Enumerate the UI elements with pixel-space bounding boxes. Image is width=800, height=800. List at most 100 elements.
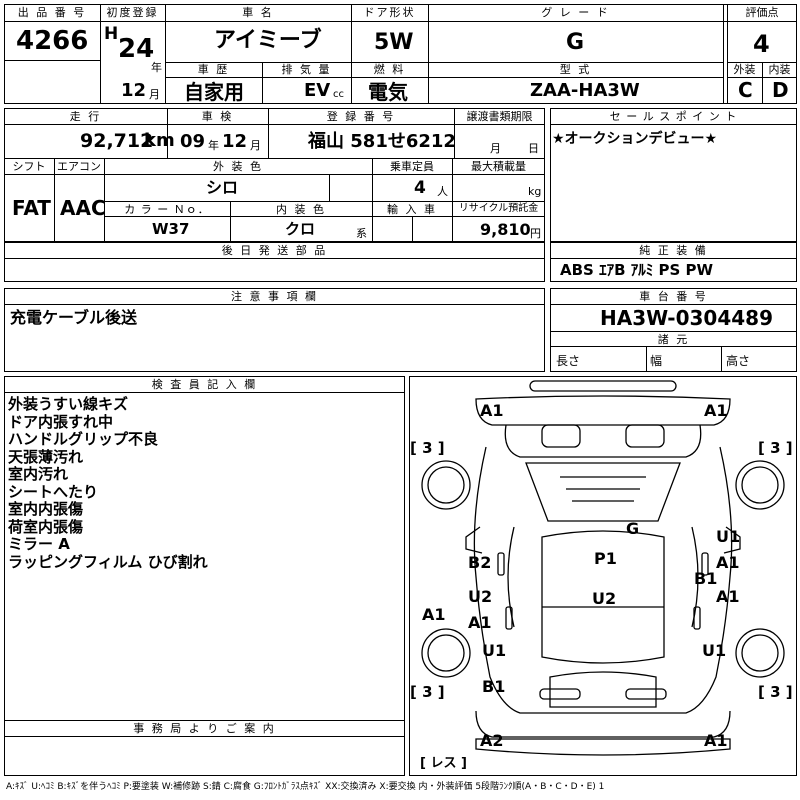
reg-year: 24: [118, 34, 155, 64]
mark-front-bumper-right: A1: [704, 401, 728, 420]
transfer-label: 譲渡書類期限: [466, 110, 533, 123]
recycle-label: リサイクル預託金: [458, 203, 539, 214]
capacity-label: 乗車定員: [390, 160, 434, 173]
chassis-box: [550, 288, 797, 372]
office-label: 事 務 局 よ り ご 案 内: [133, 722, 276, 735]
transfer-day-unit: 日: [528, 142, 539, 155]
score-label: 評価点: [745, 6, 779, 19]
notes-box: [4, 288, 545, 372]
detail-block: [4, 108, 545, 242]
score: 4: [753, 30, 770, 58]
mark-right-front-door-u: U1: [716, 527, 741, 546]
mark-left-fender: A1: [422, 605, 446, 624]
mileage: 92,712: [80, 130, 154, 152]
equipment-label: 純 正 装 備: [639, 244, 708, 257]
length-label: 長さ: [556, 354, 581, 368]
ext-score: C: [738, 78, 753, 102]
int-score: D: [772, 78, 789, 102]
sales-point-box: [550, 108, 797, 242]
int-color-label: 内 装 色: [276, 203, 326, 216]
plate: 福山 581せ6212: [308, 131, 456, 152]
list-item: 室内汚れ: [8, 465, 69, 483]
mark-left-rear-door-u: U2: [468, 587, 493, 606]
fuel: 電気: [368, 80, 408, 104]
max-load-unit: kg: [528, 185, 542, 198]
lot-no-label: 出 品 番 号: [17, 6, 87, 19]
mileage-label: 走 行: [69, 110, 102, 123]
list-item: 室内内張傷: [8, 500, 84, 518]
equipment-box: [550, 242, 797, 282]
ac-label: エアコン: [57, 160, 101, 173]
shift: FAT: [12, 196, 51, 220]
header-block: [4, 4, 797, 104]
inspection-month-unit: 月: [250, 139, 261, 152]
int-color: クロ: [285, 220, 316, 238]
reg-year-unit: 年: [151, 61, 162, 74]
list-item: ドア内張すれ中: [8, 412, 114, 431]
shift-label: シフト: [12, 160, 46, 173]
spec-label: 諸 元: [657, 333, 690, 346]
displacement-label: 排 気 量: [281, 63, 332, 76]
import-label: 輸 入 車: [387, 203, 437, 216]
width-label: 幅: [650, 354, 663, 368]
chassis-number: HA3W-0304489: [600, 306, 774, 330]
tire-front-left: [ 3 ]: [410, 439, 445, 457]
mark-windshield: G: [626, 519, 640, 538]
int-score-label: 内装: [768, 63, 791, 76]
model: ZAA-HA3W: [530, 80, 640, 101]
inspection-label: 車 検: [201, 110, 234, 123]
reg-month-unit: 月: [149, 88, 160, 101]
later-parts-box: [4, 242, 545, 282]
height-label: 高さ: [726, 354, 751, 368]
inspection-year: 09: [180, 131, 206, 152]
mark-right-front-door-a: A1: [716, 553, 740, 572]
tire-front-right: [ 3 ]: [758, 439, 793, 457]
mark-right-rear-door: A1: [716, 587, 740, 606]
list-item: ミラー A: [8, 535, 70, 553]
grade: G: [566, 30, 585, 55]
mileage-unit: km: [144, 130, 175, 151]
color-no-label: カ ラ ー Ｎｏ．: [124, 203, 210, 216]
tire-rear-left: [ 3 ]: [410, 683, 445, 701]
mark-left-rear-fender: U1: [482, 641, 507, 660]
inspector-label: 検 査 員 記 入 欄: [151, 378, 258, 391]
displacement: EV: [304, 80, 331, 101]
transfer-month-unit: 月: [490, 142, 501, 155]
first-reg-label: 初度登録: [106, 6, 159, 19]
max-load-label: 最大積載量: [471, 160, 526, 173]
car-name-label: 車 名: [242, 6, 274, 19]
color-no: W37: [152, 220, 190, 238]
sales-point-label: セ ー ル ス ポ イ ン ト: [609, 110, 738, 123]
model-label: 型 式: [559, 63, 592, 76]
equipment: ABS ｴｱB ｱﾙﾐ PS PW: [560, 261, 714, 279]
ext-color: シロ: [206, 178, 239, 197]
mark-right-rear-fender: U1: [702, 641, 727, 660]
displacement-unit: cc: [333, 89, 344, 100]
capacity: 4: [414, 178, 426, 198]
later-parts-label: 後 日 発 送 部 品: [221, 244, 328, 257]
reg-era: H: [104, 24, 119, 44]
spare-tire: [ レス ]: [420, 756, 467, 771]
mark-roof-rear: U2: [592, 589, 617, 608]
mark-left-quarter: B1: [482, 677, 506, 696]
history: 自家用: [184, 80, 244, 104]
reg-month: 12: [121, 80, 147, 101]
list-item: 天張薄汚れ: [8, 447, 84, 466]
mark-right-front-door-b: B1: [694, 569, 718, 588]
list-item: ハンドルグリップ不良: [8, 430, 159, 448]
capacity-unit: 人: [437, 185, 448, 198]
mark-left-front-door: B2: [468, 553, 492, 572]
tire-rear-right: [ 3 ]: [758, 683, 793, 701]
lot-no: 4266: [16, 26, 89, 56]
mark-front-bumper-left: A1: [480, 401, 504, 420]
car-diagram: [ 3 ] [ 3 ] [ 3 ] [ 3 ] [ レス ] A1 A1 G U…: [409, 376, 797, 776]
list-item: 外装うすい線キズ: [8, 395, 129, 413]
mark-rear-bumper-right: A1: [704, 731, 728, 750]
inspection-year-unit: 年: [208, 139, 219, 152]
recycle: 9,810: [480, 220, 531, 239]
plate-label: 登 録 番 号: [326, 110, 396, 123]
int-color-unit: 系: [356, 227, 367, 240]
list-item: ラッピングフィルム ひび割れ: [8, 552, 208, 571]
inspector-list: 外装うすい線キズ ドア内張すれ中 ハンドルグリップ不良 天張薄汚れ 室内汚れ シ…: [8, 395, 208, 571]
list-item: 荷室内張傷: [8, 517, 84, 536]
